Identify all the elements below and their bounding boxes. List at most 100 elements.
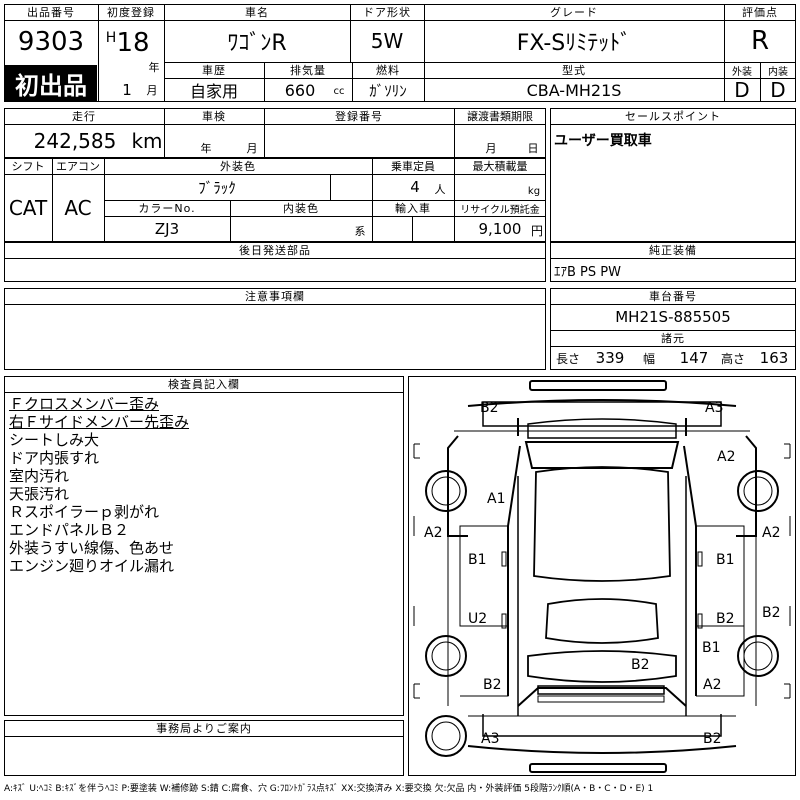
mileage: 242,585 <box>33 129 117 153</box>
note-item: エンジン廻りオイル漏れ <box>9 557 175 575</box>
recycle-fee: 9,100 <box>478 220 522 238</box>
import-label: 輸入車 <box>395 202 431 215</box>
equipment: ｴｱB PS PW <box>554 264 621 280</box>
damage-code: B2 <box>703 731 722 747</box>
first-reg-month: 1 <box>122 81 132 99</box>
inspector-notes: Ｆクロスメンバー歪み 右Ｆサイドメンバー先歪み シートしみ大 ドア内張すれ 室内… <box>9 395 189 575</box>
inspection-month: 月 <box>246 142 258 155</box>
capacity: 4 <box>410 178 420 196</box>
interior-color-label: 内装色 <box>283 202 319 215</box>
damage-code: A2 <box>424 525 443 541</box>
interior-label: 内装 <box>768 66 788 78</box>
note-item: 室内汚れ <box>9 467 70 485</box>
damage-code: A2 <box>703 677 722 693</box>
mileage-label: 走行 <box>72 110 96 123</box>
damage-code: B2 <box>631 657 650 673</box>
color-label: 外装色 <box>220 160 256 173</box>
first-reg-year: 18 <box>116 28 150 58</box>
color-no-label: カラーNo. <box>138 202 196 215</box>
grade-label: グレード <box>550 6 598 19</box>
exterior-label: 外装 <box>732 66 752 78</box>
damage-code: A2 <box>717 449 736 465</box>
equipment-label: 純正装備 <box>649 244 697 257</box>
sales-point-box <box>550 108 796 242</box>
legend-text: A:ｷｽﾞ U:ﾍｺﾐ B:ｷｽﾞを伴うﾍｺﾐ P:要塗装 W:補修跡 S:錆 … <box>4 784 654 794</box>
header-block <box>4 4 796 102</box>
caution-box <box>4 288 546 370</box>
lot-label: 出品番号 <box>27 6 75 19</box>
color: ﾌﾞﾗｯｸ <box>198 178 236 197</box>
row2-block <box>4 108 546 158</box>
chassis-label: 車台番号 <box>649 290 697 303</box>
damage-code: U2 <box>468 611 488 627</box>
later-parts-label: 後日発送部品 <box>239 244 311 257</box>
chassis-box <box>550 288 796 370</box>
displacement: 660 <box>284 80 316 100</box>
history-label: 車歴 <box>202 64 226 77</box>
car-name-label: 車名 <box>245 6 269 19</box>
inspection-year: 年 <box>200 142 212 155</box>
reg-label: 登録番号 <box>335 110 383 123</box>
fuel: ｶﾞｿﾘﾝ <box>369 81 407 100</box>
note-item: Ｆクロスメンバー歪み <box>9 395 160 413</box>
damage-code: B2 <box>716 611 735 627</box>
note-item: シートしみ大 <box>9 431 100 449</box>
length: 339 <box>595 349 625 367</box>
score: R <box>750 26 770 56</box>
damage-code: B2 <box>483 677 502 693</box>
mileage-unit: km <box>131 129 163 153</box>
recycle-unit: 円 <box>530 223 543 238</box>
era: H <box>105 30 117 46</box>
damage-code: B1 <box>716 552 735 568</box>
displacement-unit: cc <box>333 85 345 97</box>
damage-code: A3 <box>705 400 724 416</box>
score-label: 評価点 <box>742 6 778 19</box>
note-item: 天張汚れ <box>9 485 70 503</box>
damage-code: B2 <box>762 605 781 621</box>
dims-label: 諸元 <box>661 332 685 345</box>
note-item: ドア内張すれ <box>9 449 100 467</box>
transfer-day: 日 <box>527 142 539 155</box>
exterior-grade: D <box>734 78 750 102</box>
note-item: エンドパネルＢ２ <box>9 521 130 539</box>
note-item: 外装うすい線傷、色あせ <box>9 539 175 557</box>
fuel-label: 燃料 <box>376 64 400 77</box>
ac: AC <box>64 196 92 220</box>
model-label: 型式 <box>562 64 586 77</box>
first-listing-badge: 初出品 <box>5 65 97 101</box>
capacity-label: 乗車定員 <box>391 160 435 173</box>
damage-code: A2 <box>762 525 781 541</box>
damage-code: A3 <box>481 731 500 747</box>
height: 163 <box>759 349 789 367</box>
month-unit: 月 <box>146 84 158 97</box>
damage-code: B1 <box>468 552 487 568</box>
interior-grade: D <box>770 78 786 102</box>
width-label: 幅 <box>642 351 655 366</box>
year-unit: 年 <box>148 61 160 74</box>
shift: CAT <box>8 196 48 220</box>
inspector-label: 検査員記入欄 <box>168 378 240 391</box>
office-label: 事務局よりご案内 <box>156 722 252 735</box>
sales-point-text: ユーザー買取車 <box>554 133 652 149</box>
ac-label: エアコン <box>56 160 100 173</box>
inspection-label: 車検 <box>202 110 226 123</box>
equipment-box <box>550 242 796 282</box>
recycle-label: リサイクル預託金 <box>460 204 540 216</box>
length-label: 長さ <box>555 351 580 366</box>
door-type: 5W <box>370 29 404 53</box>
shift-label: シフト <box>11 160 45 173</box>
office-box <box>4 720 404 776</box>
damage-code: A1 <box>487 491 506 507</box>
height-label: 高さ <box>720 351 745 366</box>
load-unit: kg <box>527 185 541 197</box>
note-item: Ｒスポイラーｐ剥がれ <box>9 503 160 521</box>
capacity-unit: 人 <box>434 183 446 196</box>
damage-code: B1 <box>702 640 721 656</box>
interior-color-unit: 系 <box>354 225 366 238</box>
transfer-month: 月 <box>485 142 497 155</box>
caution-label: 注意事項欄 <box>245 290 305 303</box>
grade: FX-Sﾘﾐﾃｯﾄﾞ <box>516 31 632 56</box>
color-no: ZJ3 <box>154 220 180 238</box>
car-name: ﾜｺﾞﾝR <box>227 31 287 56</box>
lot-number: 9303 <box>17 27 85 57</box>
